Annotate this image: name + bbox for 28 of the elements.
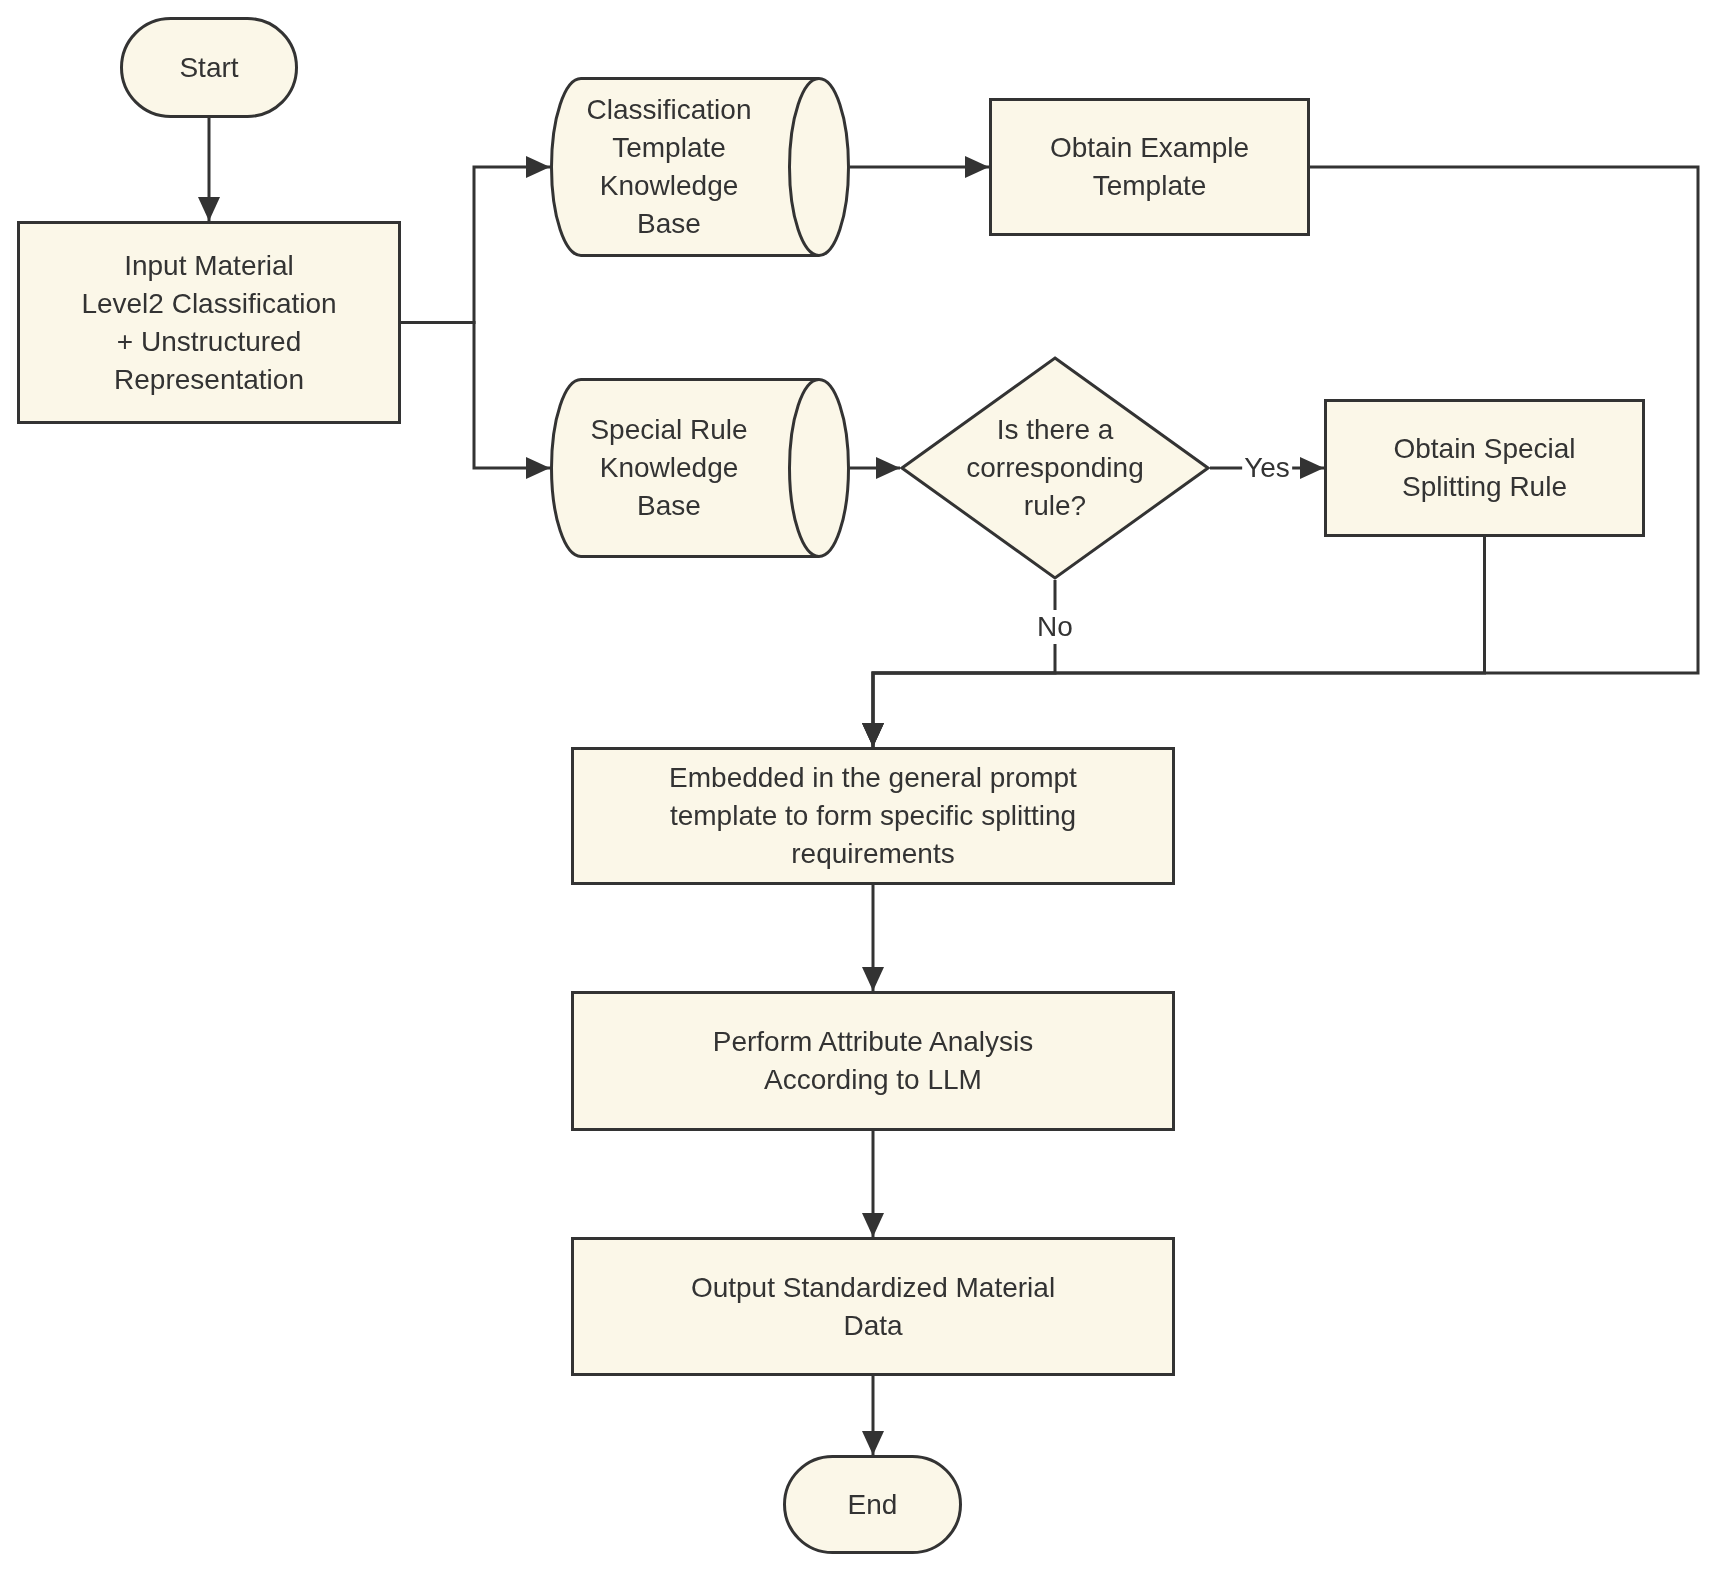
arrow — [862, 165, 1700, 747]
question-label: Is there a corresponding rule? — [965, 413, 1145, 523]
arrow — [198, 118, 220, 221]
process-box — [571, 991, 1175, 1131]
arrow — [862, 885, 884, 991]
step-label: Obtain Special Splitting Rule — [1392, 432, 1577, 504]
step-label: Output Standardized Material Data — [689, 1270, 1057, 1343]
arrow — [862, 1376, 884, 1455]
step-label: Input Material Level2 Classification + Unstructured Representation — [80, 248, 338, 397]
store-label: Classification Template Knowledge Base — [585, 93, 753, 241]
terminal-label: End — [847, 1487, 898, 1522]
database-cylinder — [550, 378, 850, 558]
terminal-label: Start — [179, 50, 239, 85]
step-label: Embedded in the general prompt template to form specific splitting requirements — [668, 761, 1078, 871]
store-label: Special Rule Knowledge Base — [589, 413, 749, 523]
arrow — [862, 1131, 884, 1237]
database-cylinder — [550, 77, 850, 257]
arrow — [850, 457, 900, 479]
process-box — [571, 747, 1175, 885]
decision-diamond — [900, 356, 1210, 580]
process-box — [1324, 399, 1645, 537]
arrow — [850, 156, 989, 178]
step-label: Obtain Example Template — [1048, 131, 1251, 203]
step-label: Perform Attribute Analysis According to LLM — [711, 1025, 1035, 1097]
process-box — [17, 221, 401, 424]
process-box — [571, 1237, 1175, 1376]
arrow — [401, 321, 550, 479]
process-box — [989, 98, 1310, 236]
